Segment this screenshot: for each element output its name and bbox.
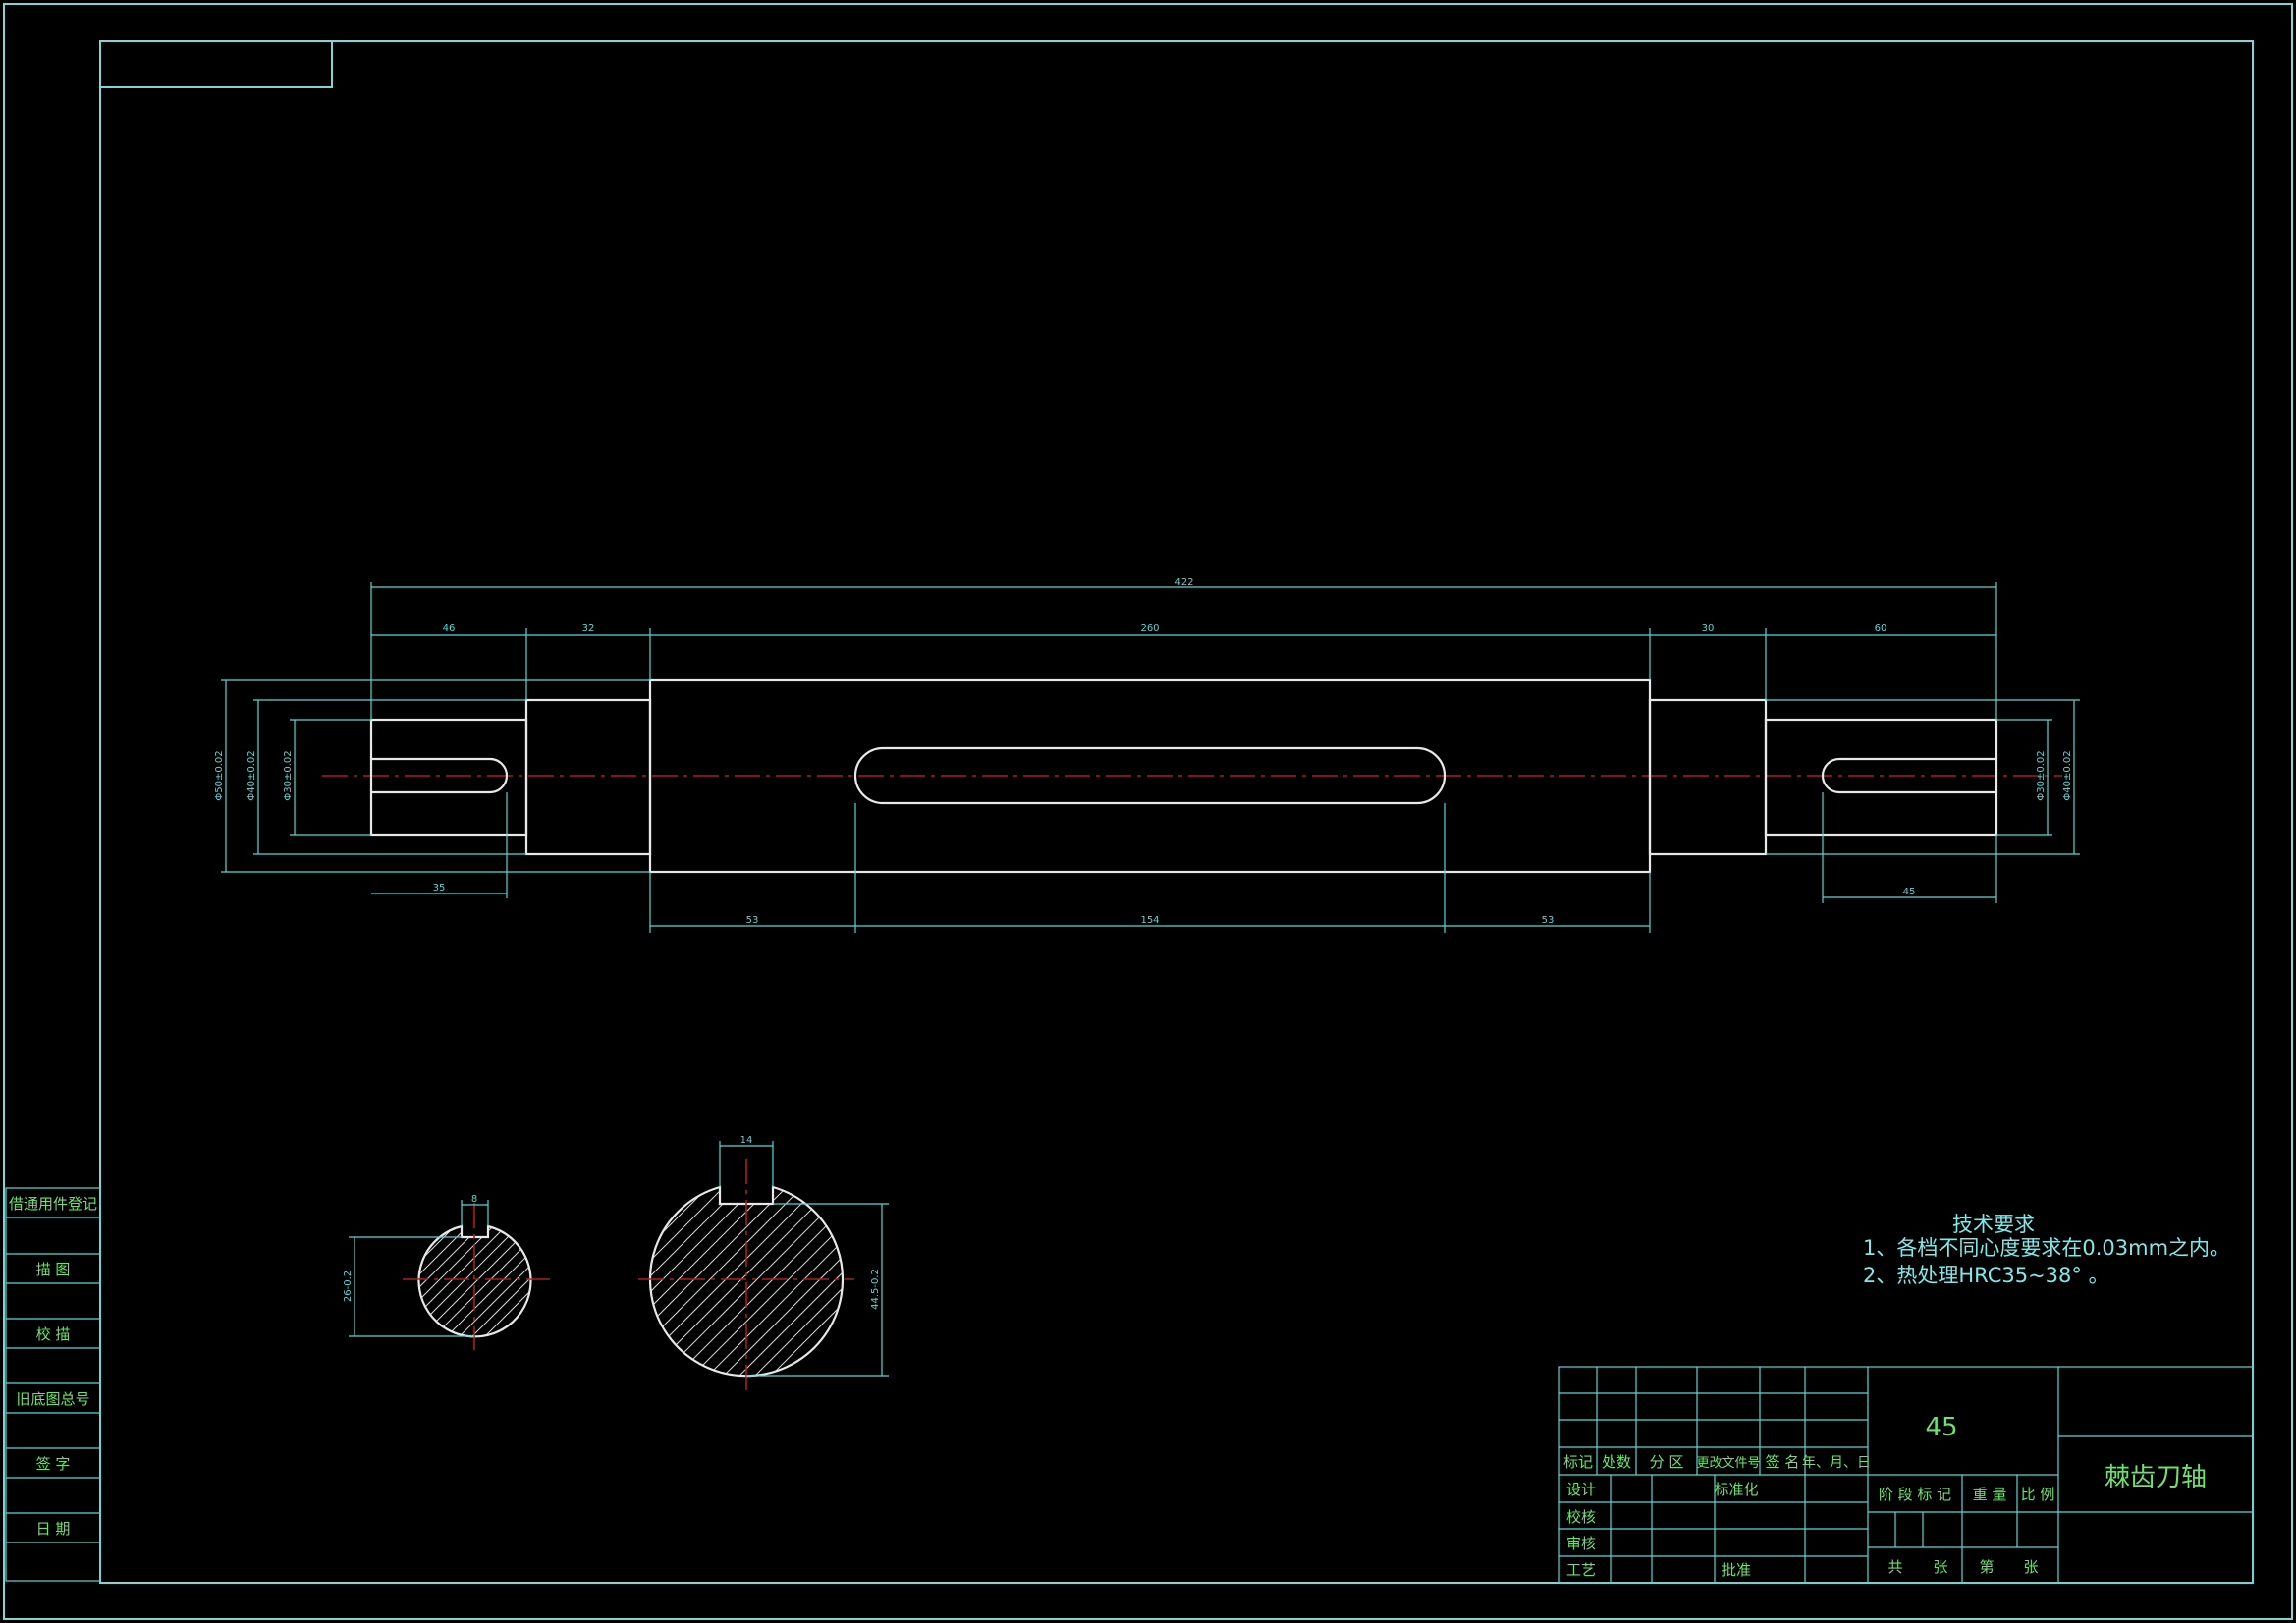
hatch-line bbox=[506, 1226, 531, 1337]
rev-h-0: 标记 bbox=[1563, 1453, 1593, 1471]
dim-overall-text: 422 bbox=[1175, 577, 1193, 588]
left-shoulder bbox=[524, 698, 652, 856]
dim-dia-end-left-text: Φ30±0.02 bbox=[283, 750, 294, 800]
tech-item-2: 2、热处理HRC35~38° 。 bbox=[1863, 1264, 2109, 1287]
right-end-section bbox=[1764, 718, 1998, 837]
strip-label-2: 校 描 bbox=[36, 1325, 71, 1343]
sec-small-key-text: 8 bbox=[471, 1194, 477, 1205]
dim-right-end-text: 60 bbox=[1875, 623, 1887, 634]
role-process: 工艺 bbox=[1566, 1561, 1596, 1579]
sheet-total-label: 共 bbox=[1887, 1558, 1902, 1576]
drawing-title: 棘齿刀轴 bbox=[2105, 1463, 2207, 1492]
strip-label-4: 签 字 bbox=[36, 1455, 71, 1473]
left-end-section bbox=[369, 718, 528, 837]
left-keyway bbox=[371, 757, 509, 794]
rev-h-1: 处数 bbox=[1602, 1453, 1631, 1471]
middle-slot bbox=[853, 746, 1447, 805]
sheet-no-unit: 张 bbox=[2023, 1558, 2038, 1576]
shaft-view: 422 46 32 260 30 60 35 45 53 154 53 Φ50±… bbox=[214, 577, 2080, 933]
corner-code-box bbox=[99, 40, 333, 88]
left-strip: 借通用件登记 描 图 校 描 旧底图总号 签 字 日 期 bbox=[5, 1187, 101, 1582]
approve-label: 批准 bbox=[1722, 1561, 1751, 1579]
sec-large-key-text: 14 bbox=[740, 1135, 753, 1146]
stage-h-2: 比 例 bbox=[2021, 1486, 2055, 1503]
section-small: 8 26-0.2 bbox=[343, 1194, 655, 1350]
hatch-line bbox=[650, 1187, 754, 1377]
hatch-line bbox=[418, 1226, 465, 1337]
hatch-line bbox=[650, 1187, 786, 1377]
strip-label-0: 借通用件登记 bbox=[9, 1195, 97, 1213]
right-keyway bbox=[1821, 757, 1996, 794]
tech-requirements: 技术要求 1、各档不同心度要求在0.03mm之内。 2、热处理HRC35~38°… bbox=[1863, 1213, 2230, 1287]
rev-h-5: 年、月、日 bbox=[1802, 1455, 1871, 1471]
dim-slot-before-text: 53 bbox=[746, 915, 759, 926]
hatch-line bbox=[650, 1187, 738, 1377]
sec-small-depth-text: 26-0.2 bbox=[343, 1271, 354, 1302]
stage-h-1: 重 量 bbox=[1973, 1486, 2007, 1503]
hatch-line bbox=[418, 1226, 477, 1337]
dim-key-right-text: 45 bbox=[1903, 887, 1916, 897]
standardization-label: 标准化 bbox=[1714, 1481, 1758, 1498]
title-block: 标记 处数 分 区 更改文件号 签 名 年、月、日 设计 校核 审核 工艺 标准… bbox=[1558, 1366, 2254, 1584]
rev-h-4: 签 名 bbox=[1766, 1453, 1800, 1471]
stage-h-0: 阶 段 标 记 bbox=[1879, 1486, 1951, 1503]
role-review: 审核 bbox=[1566, 1535, 1596, 1552]
sec-large-depth-text: 44.5-0.2 bbox=[870, 1269, 881, 1310]
hatch-line bbox=[650, 1187, 723, 1377]
sheet-no-label: 第 bbox=[1979, 1558, 1994, 1576]
hatch-line bbox=[824, 1187, 843, 1377]
dim-dia-shoulder-left-text: Φ40±0.02 bbox=[246, 750, 257, 800]
dim-dia-end-right-text: Φ30±0.02 bbox=[2036, 750, 2047, 800]
right-shoulder bbox=[1648, 698, 1768, 856]
rev-h-3: 更改文件号 bbox=[1696, 1456, 1760, 1471]
dim-right-shoulder-text: 30 bbox=[1702, 623, 1715, 634]
dim-slot-after-text: 53 bbox=[1542, 915, 1555, 926]
sheet-total-unit: 张 bbox=[1933, 1558, 1947, 1576]
inner-border bbox=[99, 40, 2254, 1584]
tech-heading: 技术要求 bbox=[1952, 1213, 2035, 1236]
hatch-line bbox=[480, 1226, 531, 1337]
dim-dia-shoulder-right-text: Φ40±0.02 bbox=[2062, 750, 2073, 800]
section-large: 14 44.5-0.2 bbox=[638, 1135, 889, 1394]
dim-dia-outer-left-text: Φ50±0.02 bbox=[214, 750, 225, 800]
role-check: 校核 bbox=[1566, 1508, 1596, 1526]
role-design: 设计 bbox=[1566, 1481, 1596, 1498]
strip-label-5: 日 期 bbox=[36, 1520, 71, 1538]
hatch-line bbox=[683, 1187, 843, 1377]
hatch-line bbox=[761, 1187, 843, 1377]
strip-label-3: 旧底图总号 bbox=[16, 1390, 89, 1408]
hatch-line bbox=[808, 1187, 843, 1377]
hatch-line bbox=[532, 1217, 655, 1340]
outer-border bbox=[3, 3, 2293, 1620]
hatch-line bbox=[745, 1187, 843, 1377]
strip-label-1: 描 图 bbox=[36, 1261, 71, 1278]
dim-left-shoulder-text: 32 bbox=[582, 623, 595, 634]
dim-left-end-text: 46 bbox=[443, 623, 456, 634]
tech-item-1: 1、各档不同心度要求在0.03mm之内。 bbox=[1863, 1236, 2230, 1260]
dim-middle-text: 260 bbox=[1140, 623, 1159, 634]
material-text: 45 bbox=[1925, 1413, 1957, 1442]
rev-h-2: 分 区 bbox=[1650, 1453, 1684, 1471]
hatch-line bbox=[650, 1187, 817, 1377]
dim-slot-length-text: 154 bbox=[1140, 915, 1159, 926]
section-small-outline bbox=[417, 1224, 532, 1338]
dim-key-left-text: 35 bbox=[433, 883, 446, 893]
